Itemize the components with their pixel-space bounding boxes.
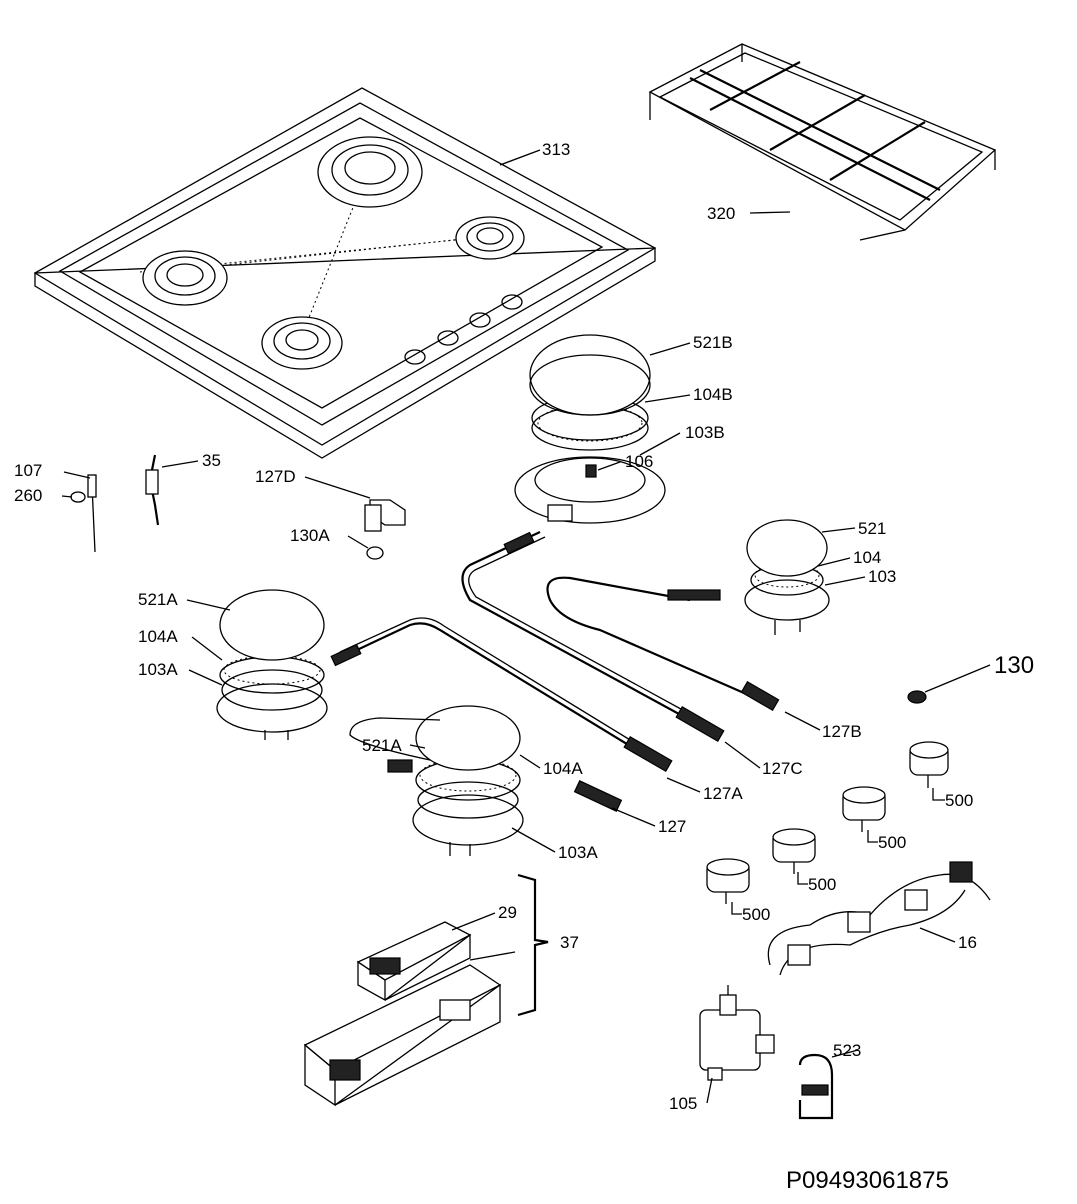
burner-assembly-center [412,705,524,856]
plate-burner-large [317,136,423,208]
label-104a-left: 104A [138,627,178,646]
knob-500-2 [842,786,886,832]
label-500-2: 500 [878,833,906,852]
knob-500-4 [706,858,750,904]
part-labels: 313 320 521B 104B 103B 106 107 260 35 12… [14,140,1034,1113]
label-105: 105 [669,1094,697,1113]
label-523: 523 [833,1041,861,1060]
label-103b: 103B [685,423,725,442]
label-130: 130 [994,652,1034,679]
label-106: 106 [625,452,653,471]
label-104: 104 [853,548,881,567]
nut-130A [366,546,384,560]
burner-assembly-b [514,334,666,524]
nut-130 [907,690,927,704]
label-313: 313 [542,140,570,159]
label-260: 260 [14,486,42,505]
thermocouple-107 [87,474,97,553]
label-500-3: 500 [808,875,836,894]
elbow-connector-127D [364,499,406,532]
label-521: 521 [858,519,886,538]
label-29: 29 [498,903,517,922]
label-500-4: 500 [742,905,770,924]
label-104b: 104B [693,385,733,404]
pan-support-grid [648,43,997,241]
label-103a-center: 103A [558,843,598,862]
electrode-35 [145,454,160,526]
clamp-523 [798,1053,834,1120]
label-103a-left: 103A [138,660,178,679]
leader-lines [61,149,991,1104]
label-35: 35 [202,451,221,470]
gas-valve-105 [699,985,775,1081]
plate-burner-front [261,316,343,370]
label-107: 107 [14,461,42,480]
plate-burner-left [142,250,228,306]
plate-burner-right [455,216,525,260]
label-127d: 127D [255,467,296,486]
label-16: 16 [958,933,977,952]
label-130a-top: 130A [290,526,330,545]
label-521a-left: 521A [138,590,178,609]
label-37: 37 [560,933,579,952]
nut-260 [70,491,86,503]
label-127b: 127B [822,722,862,741]
label-104a-center: 104A [543,759,583,778]
knob-500-3 [772,828,816,874]
label-521b: 521B [693,333,733,352]
ignition-wiring-16 [767,861,991,976]
burner-assembly-right [744,519,830,635]
label-127c: 127C [762,759,803,778]
spark-generator-29 [356,921,472,1002]
label-127a: 127A [703,784,743,803]
bracket-37 [517,873,549,1017]
diagram-code: P09493061875 [786,1167,949,1194]
label-320: 320 [707,204,735,223]
label-521a-center: 521A [362,736,402,755]
knob-500-1 [909,741,949,788]
gas-pipes [330,531,780,812]
hob-top-plate [33,87,657,459]
label-127: 127 [658,817,686,836]
burner-assembly-left [216,589,328,740]
label-500-1: 500 [945,791,973,810]
spark-generator-37 [303,964,502,1107]
label-103: 103 [868,567,896,586]
